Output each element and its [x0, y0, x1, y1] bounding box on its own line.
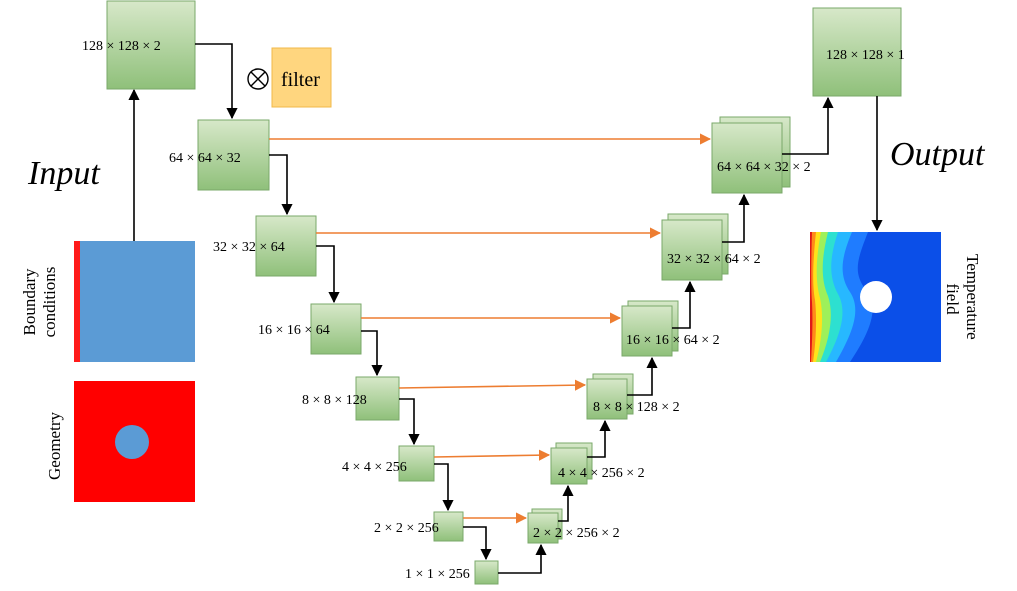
decoder-label-64: 64 × 64 × 32 × 2: [717, 160, 811, 175]
decoder-block-16: 16 × 16 × 64 × 2: [621, 300, 720, 357]
temperature-field-label-text: Temperature: [963, 254, 982, 340]
decoder-label-8: 8 × 8 × 128 × 2: [593, 400, 680, 415]
geometry-label: Geometry: [45, 412, 64, 480]
encoder-block-32: 32 × 32 × 64: [213, 215, 317, 277]
encoder-block-128: 128 × 128 × 2: [82, 0, 196, 90]
output-block-label: 128 × 128 × 1: [826, 48, 905, 63]
encoder-label-32: 32 × 32 × 64: [213, 240, 285, 255]
encoder-block-4: 4 × 4 × 256: [342, 445, 435, 482]
skip-connections: [269, 133, 712, 524]
temperature-field-label: Temperature field: [943, 254, 982, 344]
encoder-label-1: 1 × 1 × 256: [405, 567, 470, 582]
temperature-field-image: [810, 232, 941, 362]
decoder-block-2: 2 × 2 × 256 × 2: [527, 508, 620, 544]
decoder-label-2: 2 × 2 × 256 × 2: [533, 526, 620, 541]
filter-label: filter: [281, 69, 320, 91]
encoder-block-1: 1 × 1 × 256: [405, 560, 499, 585]
boundary-conditions-image: [74, 241, 195, 362]
output-block-128: 128 × 128 × 1: [812, 7, 905, 97]
encoder-label-128: 128 × 128 × 2: [82, 39, 161, 54]
input-label: Input: [27, 155, 101, 192]
decoder-block-8: 8 × 8 × 128 × 2: [586, 373, 680, 420]
encoder-block-8: 8 × 8 × 128: [302, 376, 400, 421]
encoder-label-8: 8 × 8 × 128: [302, 393, 367, 408]
decoder-arrows: [498, 96, 883, 574]
encoder-block-2: 2 × 2 × 256: [374, 511, 464, 542]
boundary-conditions-label: Boundaryconditions: [20, 267, 59, 338]
encoder-label-16: 16 × 16 × 64: [258, 323, 330, 338]
temperature-field-label-line2: field: [943, 283, 962, 315]
encoder-label-2: 2 × 2 × 256: [374, 521, 439, 536]
decoder-block-32: 32 × 32 × 64 × 2: [661, 213, 761, 281]
decoder-label-32: 32 × 32 × 64 × 2: [667, 252, 761, 267]
output-label: Output: [890, 136, 986, 173]
encoder-arrows: [195, 43, 492, 561]
decoder-block-64: 64 × 64 × 32 × 2: [711, 116, 811, 194]
decoder-block-4: 4 × 4 × 256 × 2: [550, 442, 645, 485]
decoder-label-4: 4 × 4 × 256 × 2: [558, 466, 645, 481]
encoder-label-64: 64 × 64 × 32: [169, 151, 241, 166]
decoder-label-16: 16 × 16 × 64 × 2: [626, 333, 720, 348]
encoder-label-4: 4 × 4 × 256: [342, 460, 407, 475]
geometry-image: [74, 381, 195, 502]
encoder-block-64: 64 × 64 × 32: [169, 119, 270, 191]
encoder-block-16: 16 × 16 × 64: [258, 303, 362, 355]
filter-op: filter: [247, 47, 332, 108]
